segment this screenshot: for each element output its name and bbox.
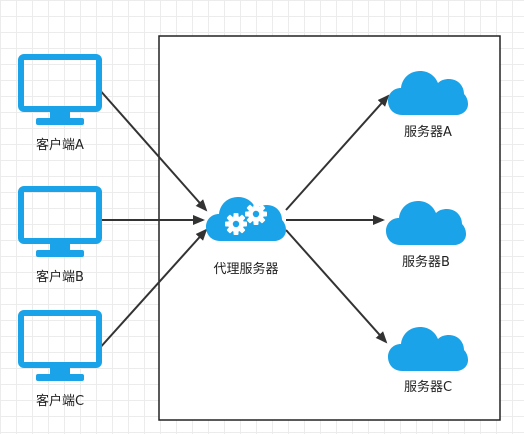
proxy-label: 代理服务器 [213, 262, 279, 277]
server-b-label: 服务器B [402, 255, 450, 270]
client-c-label: 客户端C [35, 394, 85, 409]
arrow-proxy-to-serverC [285, 229, 388, 344]
client-c-monitor-icon [21, 313, 99, 381]
gear-icon [225, 213, 247, 235]
client-a-monitor-icon [21, 57, 99, 125]
client-a-label: 客户端A [36, 138, 84, 153]
arrow-proxy-to-serverA [285, 94, 390, 211]
server-a-label: 服务器A [404, 125, 452, 140]
client-b-label: 客户端B [36, 270, 84, 285]
arrow-clientA-to-proxy [97, 87, 208, 212]
client-b-monitor-icon [21, 189, 99, 257]
server-c-label: 服务器C [403, 380, 453, 395]
arrow-clientC-to-proxy [97, 228, 208, 351]
gear-icon [245, 203, 267, 225]
proxy-gear-cloud-icon [206, 197, 286, 241]
